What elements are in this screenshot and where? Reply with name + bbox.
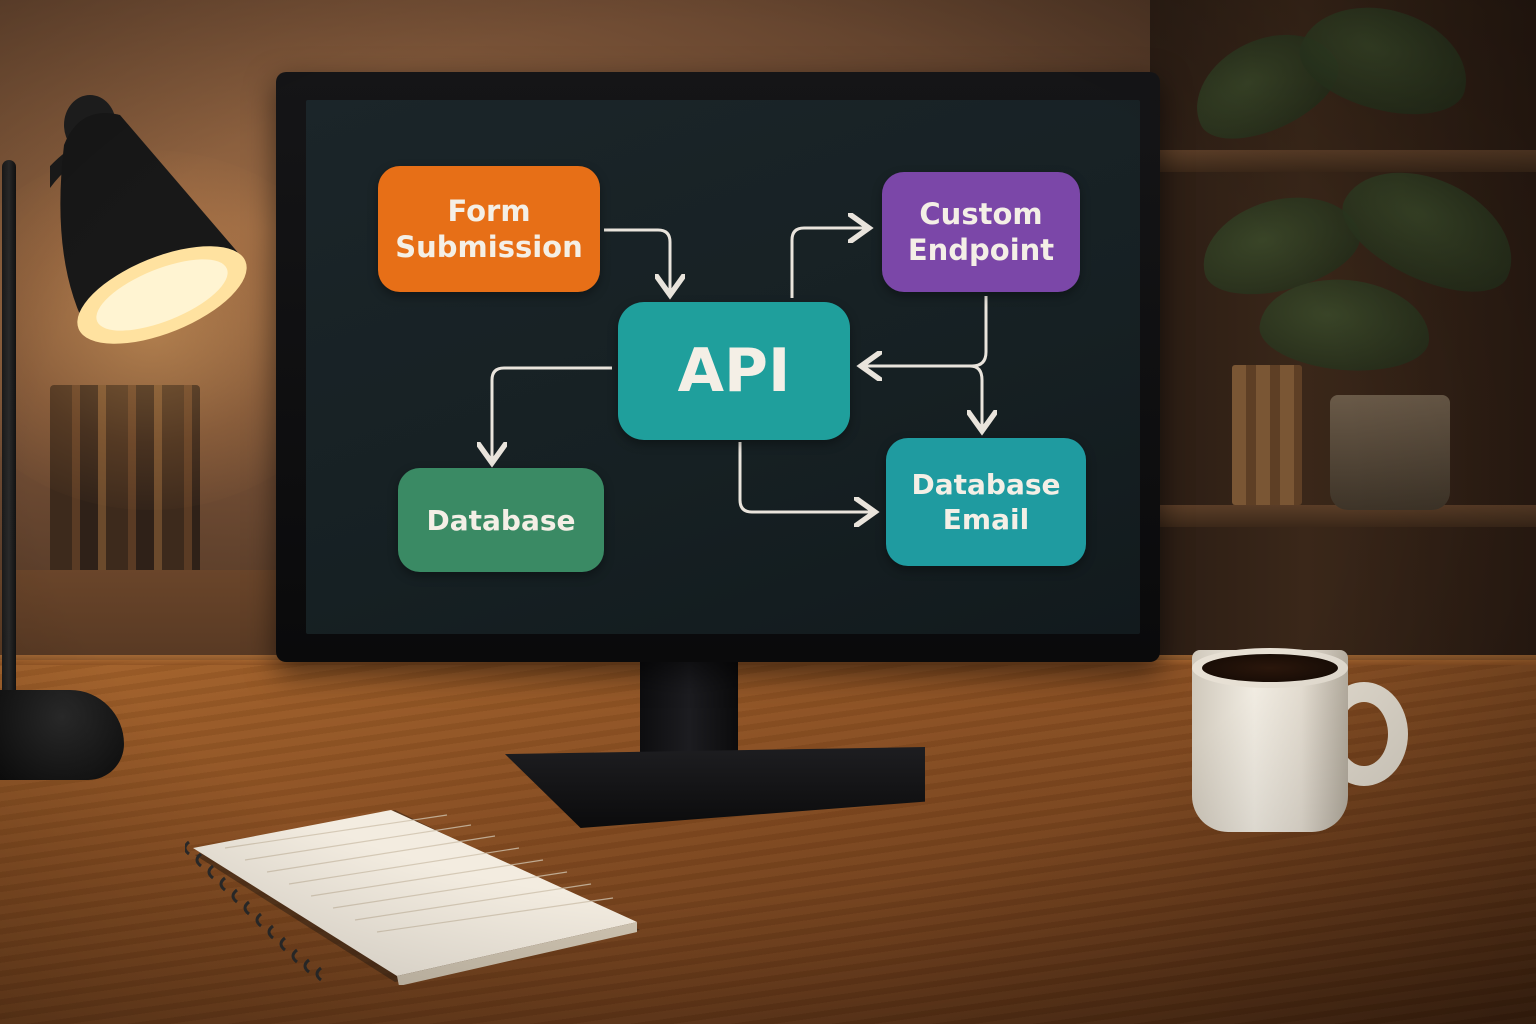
- node-label: Custom Endpoint: [907, 196, 1055, 267]
- monitor-screen: Form Submission Custom Endpoint API Data…: [306, 100, 1140, 634]
- lamp-arm: [2, 160, 16, 700]
- node-label: API: [677, 335, 791, 406]
- shelf-board: [1150, 505, 1536, 527]
- node-database-email: Database Email: [886, 438, 1086, 566]
- coffee: [1202, 654, 1338, 682]
- arrow-form-to-api: [604, 228, 670, 292]
- arrow-api-to-email: [738, 442, 872, 512]
- plant-pot: [1330, 395, 1450, 510]
- spiral-notebook-icon: [185, 810, 640, 985]
- arrow-api-to-database: [492, 366, 612, 460]
- arrow-api-to-endpoint: [790, 228, 866, 298]
- books-right: [1232, 365, 1302, 505]
- node-label: Form Submission: [395, 193, 583, 264]
- arrow-endpoint-to-email: [970, 364, 982, 428]
- node-database: Database: [398, 468, 604, 572]
- lamp-shade-icon: [50, 95, 247, 344]
- diagram-arrows: [306, 100, 1140, 634]
- arrow-endpoint-to-api: [864, 296, 988, 366]
- node-api: API: [618, 302, 850, 440]
- lamp-base: [0, 690, 124, 780]
- node-custom-endpoint: Custom Endpoint: [882, 172, 1080, 292]
- node-label: Database: [426, 503, 576, 537]
- shelf-board: [1150, 150, 1536, 172]
- node-label: Database Email: [911, 468, 1061, 536]
- books-left: [50, 385, 200, 575]
- node-form-submission: Form Submission: [378, 166, 600, 292]
